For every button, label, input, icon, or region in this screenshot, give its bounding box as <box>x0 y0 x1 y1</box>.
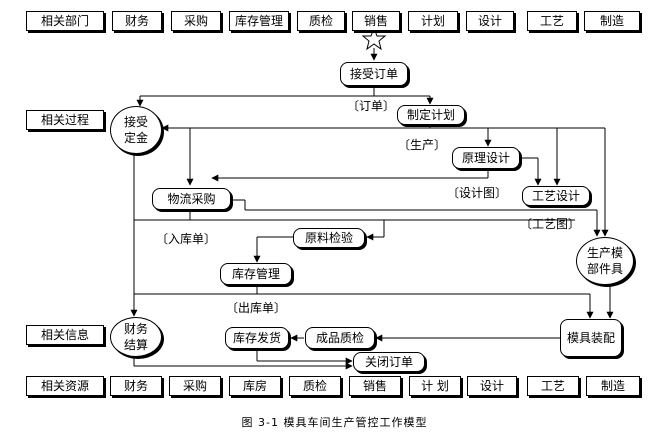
resource-quality: 质检 <box>289 376 341 396</box>
node-accept-deposit-line1: 接受 <box>123 115 148 129</box>
node-finance-settlement-line1: 财务 <box>123 322 148 336</box>
figure-caption: 图 3-1 模具车间生产管控工作模型 <box>241 416 428 429</box>
resource-finance: 财务 <box>110 376 162 396</box>
node-accept-deposit-line2: 定金 <box>123 131 148 145</box>
department-design: 设计 <box>466 11 514 31</box>
doc-process-drawing: 〔工艺图〕 <box>520 217 581 231</box>
node-stock-delivery: 库存发货 <box>225 327 289 349</box>
department-sales: 销售 <box>352 11 400 31</box>
doc-production-label: 生产 <box>410 138 435 152</box>
node-make-plan: 制定计划 <box>397 105 465 125</box>
doc-production: 〔生产〕 <box>398 138 447 152</box>
doc-stock-in-slip-label: 入库单 <box>168 232 205 246</box>
doc-design-drawing: 〔设计图〕 <box>447 186 508 200</box>
doc-stock-out-slip-label: 出库单 <box>238 301 275 315</box>
resource-process: 工艺 <box>527 376 579 396</box>
node-mold-parts-line1: 生产模 <box>586 246 623 260</box>
department-finance: 财务 <box>112 11 162 31</box>
doc-order: 〔订单〕 <box>347 99 396 113</box>
resource-design: 设计 <box>467 376 517 396</box>
department-process: 工艺 <box>527 11 577 31</box>
department-purchasing: 采购 <box>171 11 221 31</box>
node-mold-parts: 生产模 部件具 <box>576 237 634 285</box>
node-close-order: 关闭订单 <box>353 352 425 372</box>
department-planning: 计划 <box>408 11 458 31</box>
row-label-information: 相关信息 <box>26 325 104 345</box>
doc-order-label: 订单 <box>359 99 384 113</box>
resource-planning: 计 划 <box>409 376 461 396</box>
row-label-resources: 相关资源 <box>26 376 104 396</box>
department-manufacturing: 制造 <box>584 11 640 31</box>
resource-purchasing: 采购 <box>169 376 221 396</box>
resource-sales: 销售 <box>349 376 401 396</box>
department-quality: 质检 <box>297 11 345 31</box>
doc-process-drawing-label: 工艺图 <box>532 217 569 231</box>
node-mold-assembly: 模具装配 <box>560 319 622 357</box>
node-accept-deposit: 接受 定金 <box>110 106 162 154</box>
node-process-design: 工艺设计 <box>522 186 590 206</box>
doc-stock-in-slip: 〔入库单〕 <box>156 232 217 246</box>
node-receive-order: 接受订单 <box>340 62 408 86</box>
node-logistics-purchase: 物流采购 <box>152 188 231 210</box>
resource-warehouse: 库房 <box>229 376 281 396</box>
department-inventory: 库存管理 <box>229 11 289 31</box>
node-raw-inspection: 原料检验 <box>293 228 365 248</box>
doc-design-drawing-label: 设计图 <box>459 186 496 200</box>
node-principle-design: 原理设计 <box>452 147 520 169</box>
row-label-processes: 相关过程 <box>26 110 104 130</box>
start-star-icon <box>361 26 387 51</box>
node-mold-parts-line2: 部件具 <box>586 262 623 276</box>
node-product-inspection: 成品质检 <box>305 327 375 349</box>
row-label-departments: 相关部门 <box>26 11 104 31</box>
node-inventory-management: 库存管理 <box>220 263 292 285</box>
resource-manufacturing: 制造 <box>586 376 640 396</box>
node-finance-settlement-line2: 结算 <box>123 338 148 352</box>
doc-stock-out-slip: 〔出库单〕 <box>226 301 287 315</box>
node-finance-settlement: 财务 结算 <box>110 317 162 357</box>
